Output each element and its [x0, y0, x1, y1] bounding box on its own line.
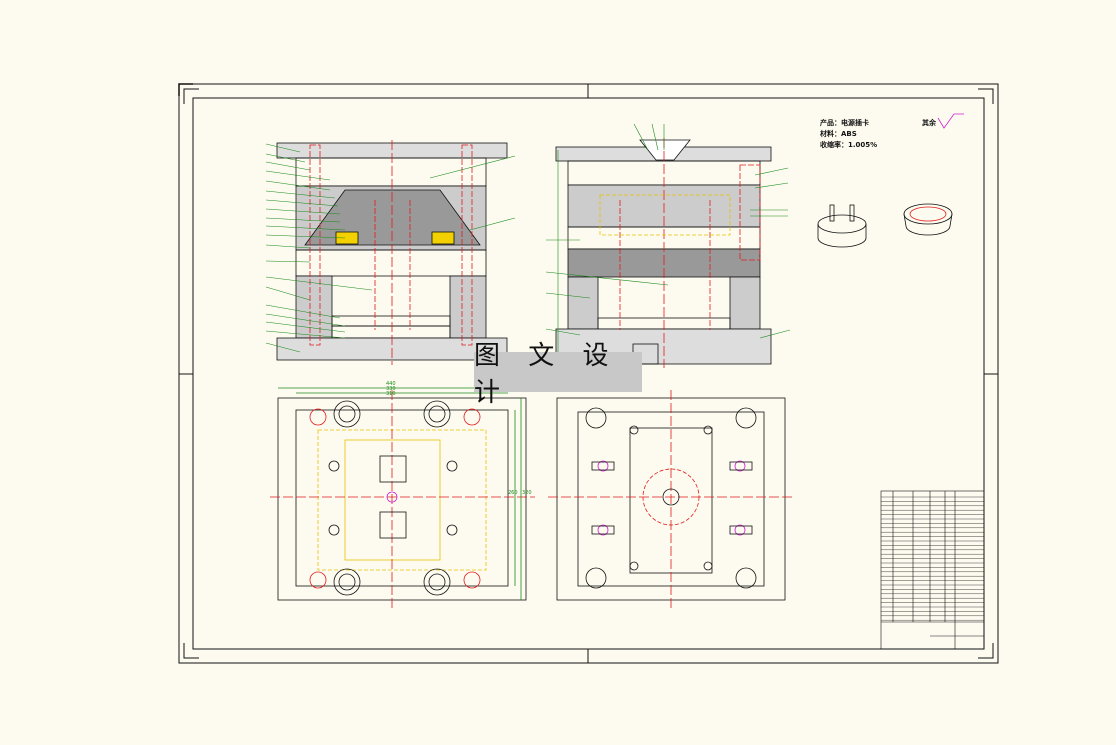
title-block-rows	[881, 496, 984, 621]
product-name: 产品：电源插卡	[820, 119, 869, 127]
dim-height-1: 260	[508, 490, 518, 496]
dim-overall-width: 440	[386, 381, 396, 387]
dim-width-3: 310	[386, 391, 396, 397]
title-block	[880, 490, 985, 650]
dim-height-2: 320	[522, 490, 532, 496]
leader-lines-right	[545, 123, 791, 360]
material: 材料：ABS	[820, 130, 857, 138]
section-view-left	[276, 140, 508, 365]
plan-view-left	[270, 387, 535, 610]
watermark-banner: 图 文 设 计	[474, 341, 642, 408]
dim-width-2: 330	[386, 386, 396, 392]
product-sketch	[817, 203, 953, 248]
leader-lines-left	[265, 143, 516, 353]
surface-label: 其余	[922, 119, 936, 127]
shrinkage: 收缩率：1.005%	[820, 141, 878, 149]
section-view-right	[555, 138, 772, 368]
surface-roughness-symbol	[937, 113, 964, 129]
sheet-frame	[178, 83, 999, 664]
plan-view-right	[548, 390, 792, 610]
